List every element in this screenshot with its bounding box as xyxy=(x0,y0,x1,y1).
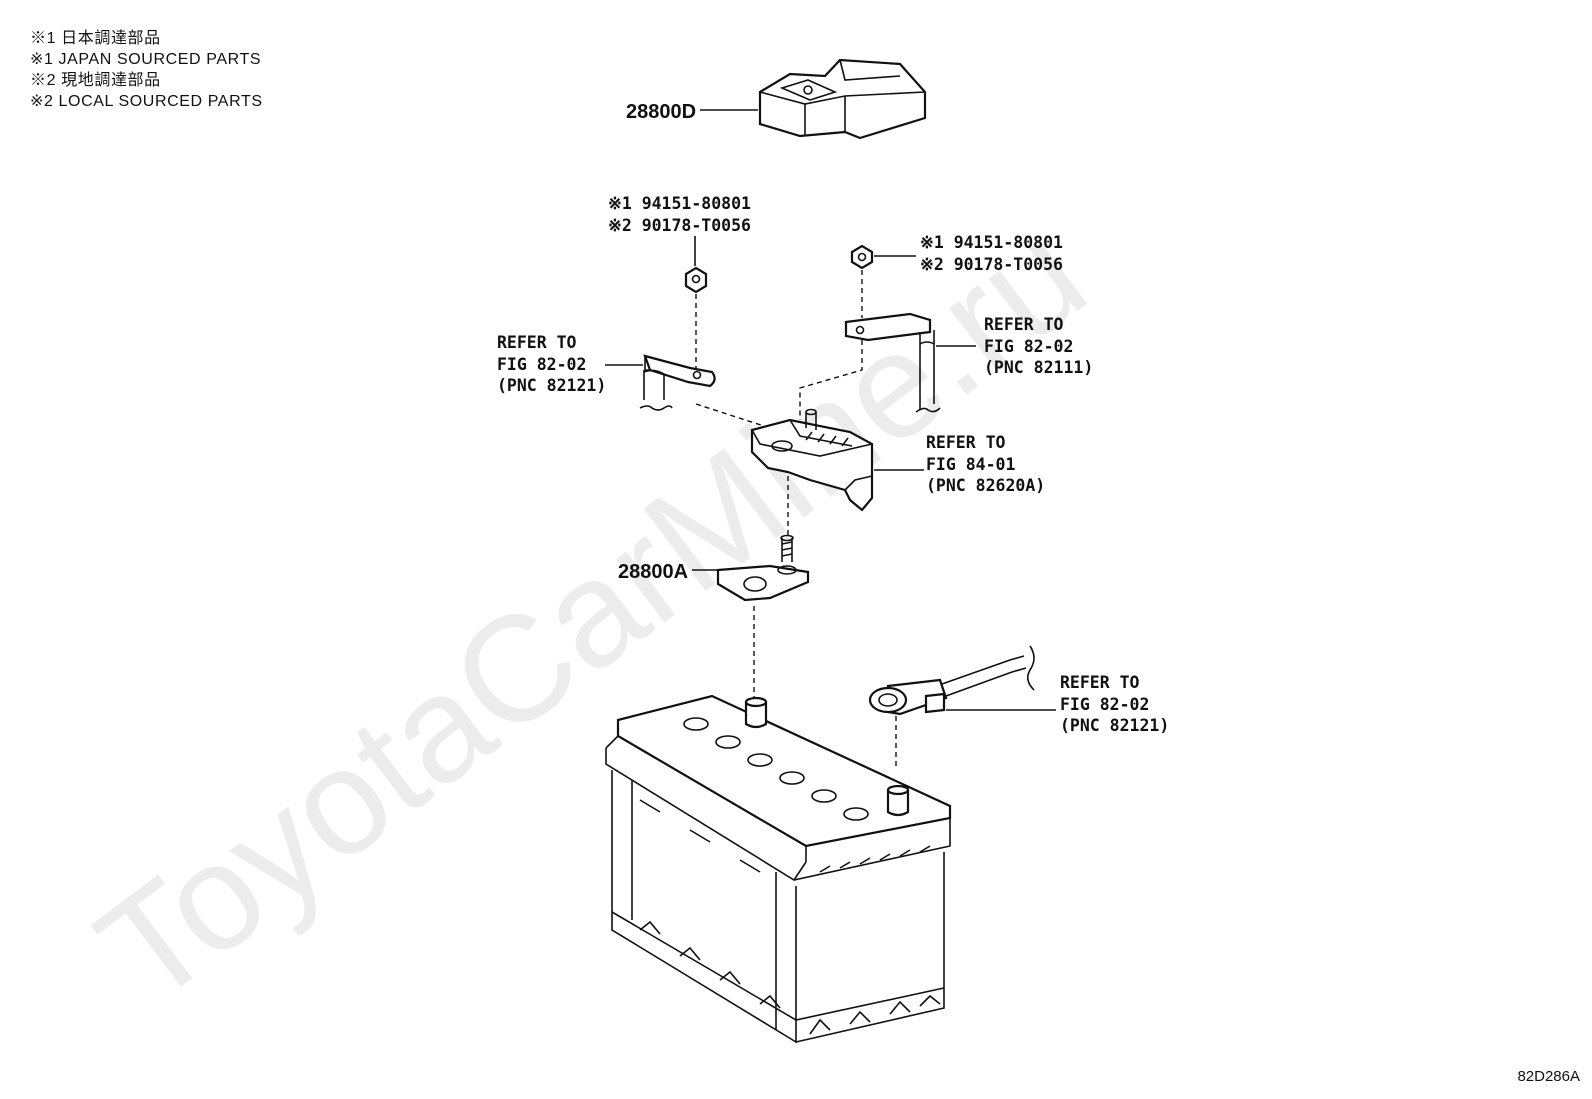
ref-left-line2: FIG 82-02 xyxy=(497,355,586,374)
ref-lower-right-line2: FIG 82-02 xyxy=(1060,695,1149,714)
part-number-28800a: 28800A xyxy=(618,561,688,583)
parts-source-legend: ※1 日本調達部品 ※1 JAPAN SOURCED PARTS ※2 現地調達… xyxy=(30,28,263,112)
ref-lower-right-line1: REFER TO xyxy=(1060,673,1140,692)
legend-line-local-en: ※2 LOCAL SOURCED PARTS xyxy=(30,93,263,110)
figure-code: 82D286A xyxy=(1517,1068,1580,1085)
battery[interactable] xyxy=(605,694,952,1044)
legend-line-local-jp: ※2 現地調達部品 xyxy=(30,72,161,89)
ref-left-line1: REFER TO xyxy=(497,333,577,352)
nut-right-part-local: ※2 90178-T0056 xyxy=(920,255,1063,274)
battery-terminal-28800a[interactable] xyxy=(716,534,810,602)
battery-cover-28800d[interactable] xyxy=(758,58,927,140)
nut-right[interactable] xyxy=(850,244,874,270)
nut-left-part-japan: ※1 94151-80801 xyxy=(608,194,751,213)
watermark: ToyotaCarMine.ru xyxy=(68,189,1115,1036)
legend-line-japan-en: ※1 JAPAN SOURCED PARTS xyxy=(30,51,262,68)
cable-terminal-upper-right[interactable] xyxy=(844,312,941,413)
cable-terminal-upper-left[interactable] xyxy=(639,354,716,411)
part-number-28800d: 28800D xyxy=(626,101,696,123)
ref-lower-right-line3: (PNC 82121) xyxy=(1060,716,1169,735)
ref-left-line3: (PNC 82121) xyxy=(497,376,606,395)
nut-left-part-local: ※2 90178-T0056 xyxy=(608,216,751,235)
ref-upper-right-line2: FIG 82-02 xyxy=(984,337,1073,356)
ref-fusebox-line2: FIG 84-01 xyxy=(926,455,1015,474)
ref-upper-right-line1: REFER TO xyxy=(984,315,1064,334)
ref-upper-right-line3: (PNC 82111) xyxy=(984,358,1093,377)
ref-fusebox-line3: (PNC 82620A) xyxy=(926,476,1045,495)
cable-terminal-lower-right[interactable] xyxy=(868,645,1035,716)
nut-left[interactable] xyxy=(684,266,708,294)
ref-fusebox-line1: REFER TO xyxy=(926,433,1006,452)
legend-line-japan-jp: ※1 日本調達部品 xyxy=(30,30,161,47)
fusible-link-block[interactable] xyxy=(750,408,874,512)
nut-right-part-japan: ※1 94151-80801 xyxy=(920,233,1063,252)
